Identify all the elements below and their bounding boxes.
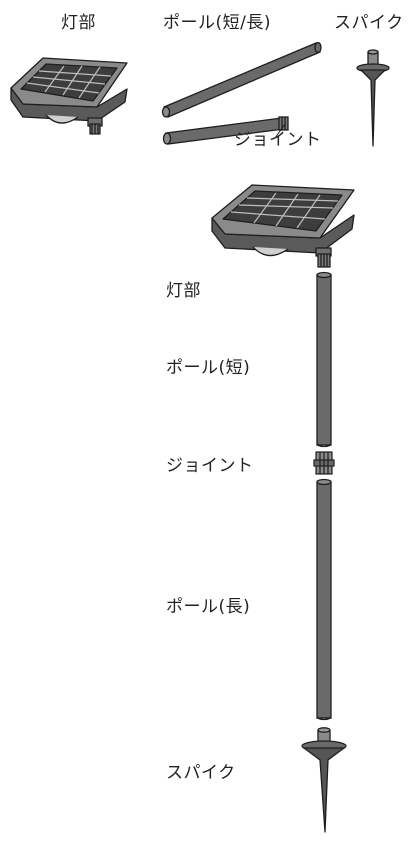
pole-short xyxy=(316,271,332,448)
pole-long xyxy=(316,478,332,721)
joint-connector xyxy=(313,451,335,475)
pole-long-label: ポール(長) xyxy=(166,597,251,617)
pole-pair-top xyxy=(161,41,322,145)
spike-small xyxy=(356,49,390,147)
joint-label: ジョイント xyxy=(166,456,254,476)
light-unit-small xyxy=(10,57,128,135)
light-unit-label: 灯部 xyxy=(166,281,201,301)
pole-short-label: ポール(短) xyxy=(166,358,251,378)
light-unit-assembled xyxy=(211,184,355,268)
pole-label-top: ポール(短/長) xyxy=(163,13,271,33)
spike-label-top: スパイク xyxy=(334,13,404,33)
spike-assembled xyxy=(301,727,347,833)
light-unit-label-top: 灯部 xyxy=(61,13,96,33)
spike-label: スパイク xyxy=(166,763,236,783)
joint-label-top: ジョイント xyxy=(234,130,322,150)
